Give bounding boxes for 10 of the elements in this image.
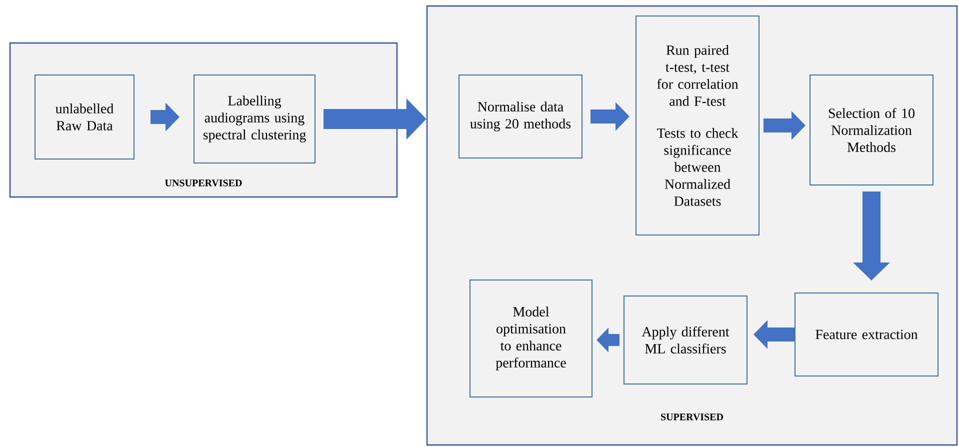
group-heading: UNSUPERVISED xyxy=(165,180,242,186)
process-box: Run paired t-test, t-test for correlation and F-test Tests to check significance between Normalized Datasets xyxy=(636,16,760,236)
process-box: Apply different ML classifiers xyxy=(624,295,748,384)
process-box: Labelling audiograms using spectral clustering xyxy=(194,74,316,164)
process-box: Feature extraction xyxy=(794,292,938,376)
process-box: Model optimisation to enhance performance xyxy=(470,280,592,398)
process-box: Selection of 10 Normalization Methods xyxy=(810,74,934,186)
group-heading: SUPERVISED xyxy=(661,414,724,420)
process-box: Normalise data using 20 methods xyxy=(458,74,582,158)
process-box: unlabelled Raw Data xyxy=(34,74,134,160)
